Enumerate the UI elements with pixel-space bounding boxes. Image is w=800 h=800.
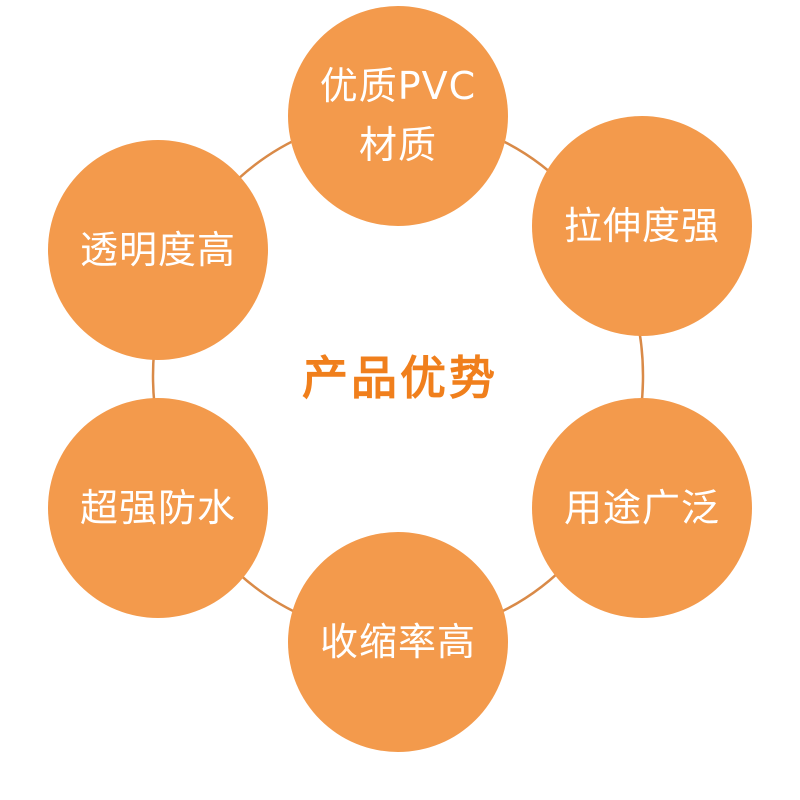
feature-node-pvc-material: 优质PVC 材质 bbox=[288, 6, 508, 226]
feature-label: 用途广泛 bbox=[563, 485, 720, 530]
feature-node-tensile-strength: 拉伸度强 bbox=[532, 116, 752, 336]
feature-label: 拉伸度强 bbox=[563, 203, 720, 248]
feature-node-wide-usage: 用途广泛 bbox=[532, 398, 752, 618]
feature-label: 收缩率高 bbox=[319, 619, 476, 664]
feature-label: 透明度高 bbox=[79, 227, 236, 272]
diagram-title: 产品优势 bbox=[302, 351, 498, 405]
feature-node-shrink-rate: 收缩率高 bbox=[288, 532, 508, 752]
feature-label-line: 优质PVC bbox=[319, 64, 477, 109]
feature-label-line: 材质 bbox=[358, 123, 437, 167]
feature-node-transparency: 透明度高 bbox=[48, 140, 268, 360]
feature-label: 超强防水 bbox=[79, 485, 236, 530]
feature-node-waterproof: 超强防水 bbox=[48, 398, 268, 618]
